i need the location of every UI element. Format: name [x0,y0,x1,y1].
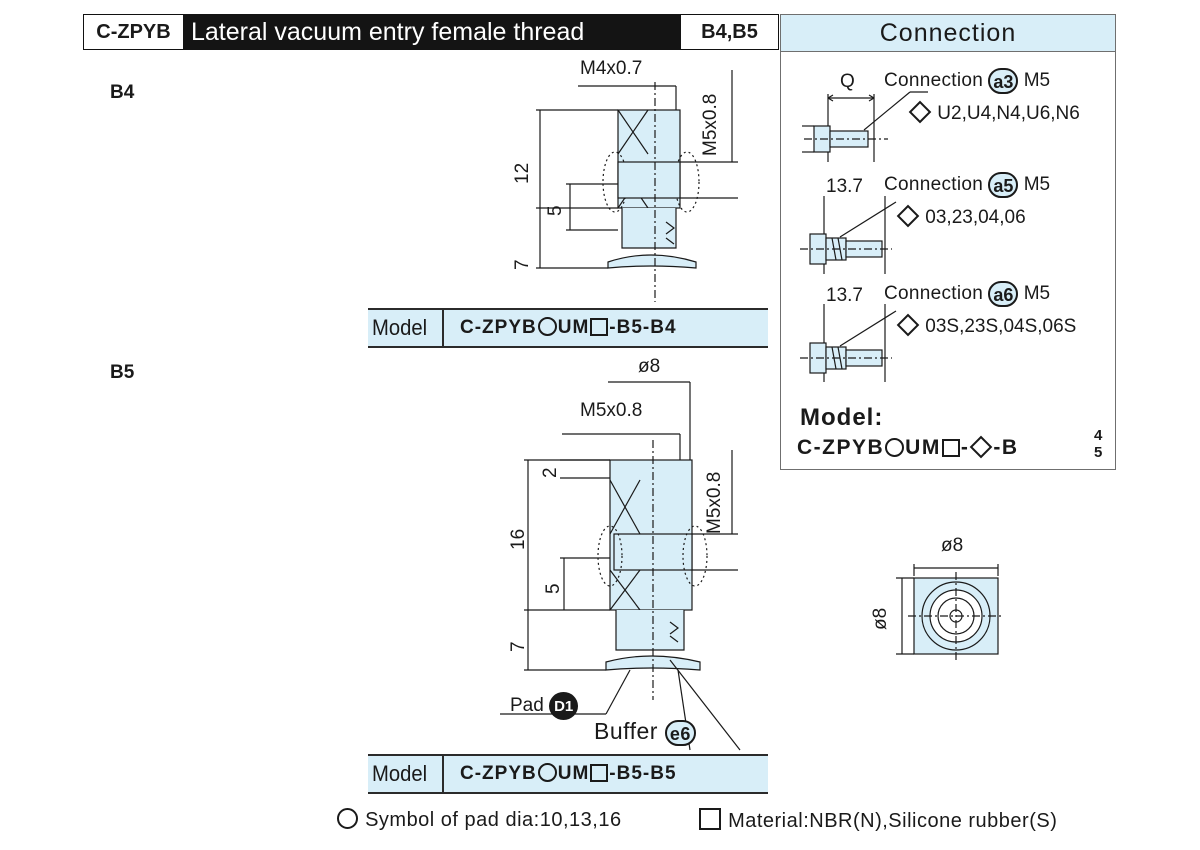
conn2-badge: a5 [988,172,1019,198]
b4-model-prefix: C-ZPYB [460,317,537,338]
conn1-dim: Q [840,71,855,92]
conn3-badge: a6 [988,281,1019,307]
top-view-dia-v: ø8 [870,607,891,630]
b4-model-divider [442,310,444,346]
conn1-thread: M5 [1023,70,1051,92]
buffer-badge: e6 [664,719,696,746]
conn-model-code: C-ZPYB UM--B [797,435,1019,460]
b5-thread-side: M5x0.8 [704,471,725,534]
circle-symbol-icon [885,438,905,457]
circle-symbol-icon [537,317,557,336]
conn2-line1: Connection a5 M5 [884,172,1050,198]
b5-dim-7: 7 [508,641,529,652]
fitting-a5-drawing [800,196,897,274]
b4-model-suffix: -B5-B4 [609,317,677,338]
conn-model-dash2: -B [993,436,1019,459]
conn2-options: 03,23,04,06 [925,207,1026,228]
fitting-a6-drawing [800,304,897,382]
series-code: C-ZPYB [83,14,183,50]
b5-section-label: B5 [110,362,135,383]
b5-model-suffix: -B5-B5 [609,763,677,784]
b4-model-code: C-ZPYB UM -B5-B4 [460,317,677,339]
pad-badge: D1 [549,692,579,720]
connection-title: Connection [780,14,1116,52]
material-text: Material:NBR(N),Silicone rubber(S) [728,810,1058,832]
conn3-label: Connection [884,283,984,305]
conn-model-sub: 5 [1094,444,1103,461]
page-title: Lateral vacuum entry female thread [183,14,681,50]
footer-material: Material:NBR(N),Silicone rubber(S) [698,808,1057,833]
b5-dim-16: 16 [508,528,529,550]
fitting-a3-drawing [802,91,928,162]
b5-model-prefix: C-ZPYB [460,763,537,784]
conn1-line1: Connection a3 M5 [884,68,1050,94]
b4-section-label: B4 [110,82,135,103]
b4-model-bar: Model C-ZPYB UM -B5-B4 [368,308,768,348]
b4-model-label: Model [372,315,428,340]
square-symbol-icon [941,439,960,457]
conn-model-label: Model: [800,404,884,431]
square-symbol-icon [590,318,609,336]
b5-model-divider [442,756,444,792]
b5-pad-label: Pad D1 [510,692,579,720]
conn3-dim: 13.7 [826,285,863,306]
conn3-options: 03S,23S,04S,06S [925,316,1077,337]
conn2-line2: 03,23,04,06 [896,204,1026,229]
b5-buffer-label: Buffer e6 [594,718,696,746]
b4-dim-7: 7 [512,259,533,270]
square-symbol-icon [590,764,609,782]
circle-symbol-icon [337,808,358,829]
b5-model-code: C-ZPYB UM -B5-B5 [460,763,677,785]
square-symbol-icon [699,808,721,830]
conn-model-um: UM [905,436,941,459]
pad-symbol-values: 10,13,16 [539,809,622,831]
conn1-badge: a3 [988,68,1019,94]
b5-dia-top: ø8 [638,356,661,377]
b4-thread-side: M5x0.8 [700,93,721,156]
buffer-text: Buffer [594,718,658,744]
b4-model-um: UM [557,317,590,338]
circle-symbol-icon [537,763,557,782]
conn2-label: Connection [884,174,984,196]
conn1-options: U2,U4,N4,U6,N6 [937,103,1080,124]
footer-pad-symbol: Symbol of pad dia:10,13,16 [336,808,622,832]
top-view-drawing [896,564,1004,660]
pad-text: Pad [510,695,544,717]
connection-drawings [800,91,928,382]
b5-dim-5: 5 [543,583,564,594]
conn1-label: Connection [884,70,984,92]
b5-model-um: UM [557,763,590,784]
b4-dim-5: 5 [545,205,566,216]
conn1-line2: U2,U4,N4,U6,N6 [908,100,1080,125]
conn3-line2: 03S,23S,04S,06S [896,313,1077,338]
pad-symbol-text: Symbol of pad dia: [365,809,540,831]
conn-model-stack: 4 5 [1094,427,1102,461]
b4-dim-12: 12 [512,162,533,184]
b5-model-label: Model [372,761,428,786]
conn-model-dash1: - [960,436,970,459]
b5-dim-2: 2 [540,467,561,478]
connection-panel [780,52,1116,470]
conn-model-sup: 4 [1094,427,1103,444]
conn3-line1: Connection a6 M5 [884,281,1050,307]
conn3-thread: M5 [1023,283,1051,305]
conn2-thread: M5 [1023,174,1051,196]
top-view-dia-h: ø8 [941,535,964,556]
conn2-dim: 13.7 [826,176,863,197]
b5-drawing [500,381,741,751]
b5-model-bar: Model C-ZPYB UM -B5-B5 [368,754,768,794]
b4-thread-top: M4x0.7 [580,58,643,79]
variant-codes: B4,B5 [681,14,779,50]
conn-model-prefix: C-ZPYB [797,436,885,459]
b4-drawing [536,70,738,302]
b5-thread-top: M5x0.8 [580,400,643,421]
